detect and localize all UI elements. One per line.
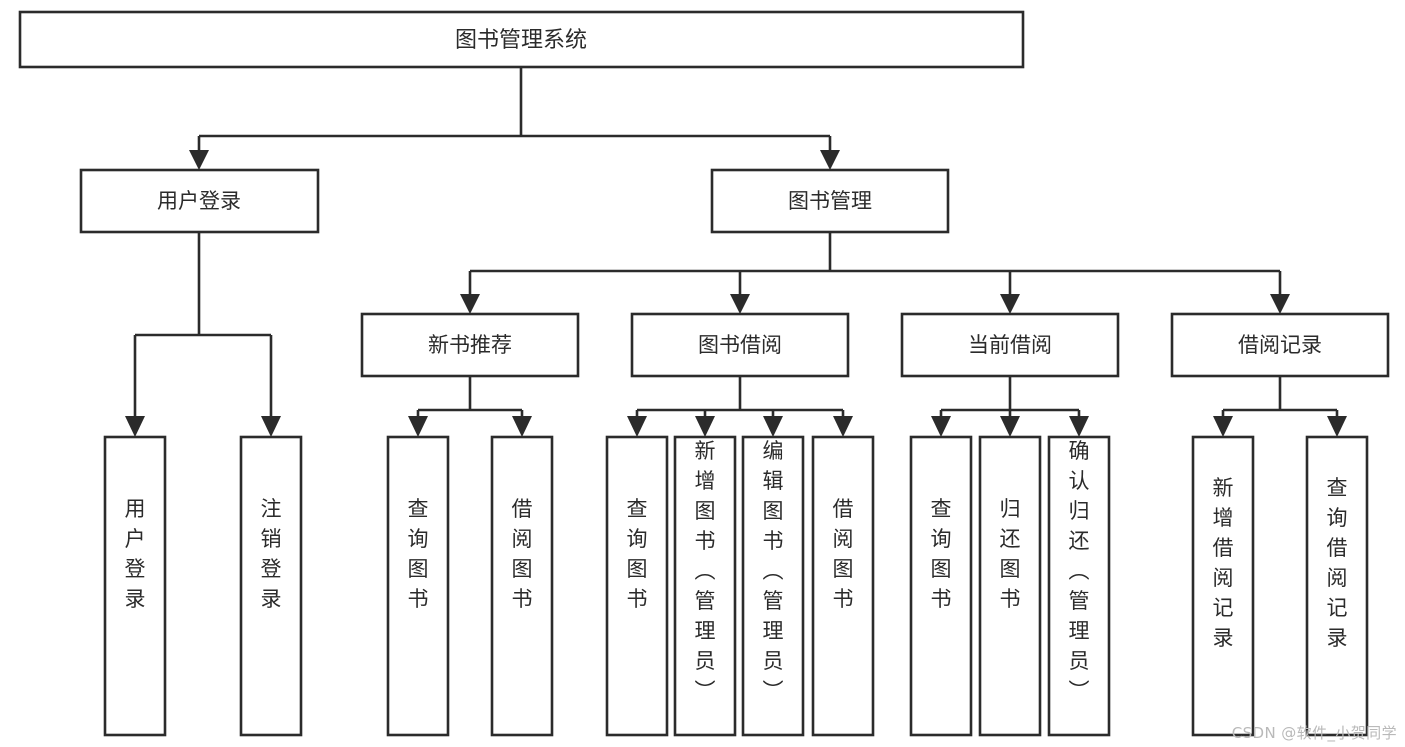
leaf-node-edit-book[interactable]: 编辑图书︵管理员︶ — [741, 435, 805, 737]
leaf-borrow-book-1-label: 借阅图书 — [512, 497, 533, 611]
connectors-current-borrow-to-leaves — [931, 376, 1089, 437]
arrow-leaf-borrow-book-1 — [512, 416, 532, 437]
arrow-book-manage — [820, 150, 840, 170]
leaf-query-record-label: 查询借阅记录 — [1327, 476, 1348, 650]
connectors-root-to-level2 — [189, 67, 840, 170]
leaf-add-record-label: 新增借阅记录 — [1213, 476, 1234, 650]
arrow-leaf-query-book-3 — [931, 416, 951, 437]
arrow-leaf-borrow-book-2 — [833, 416, 853, 437]
arrow-user-login — [189, 150, 209, 170]
leaf-borrow-book-2-label: 借阅图书 — [833, 497, 854, 611]
arrow-leaf-add-book — [695, 416, 715, 437]
arrow-new-book-recommend — [460, 294, 480, 314]
leaf-query-book-1-box[interactable] — [386, 435, 450, 737]
node-user-login-label: 用户登录 — [157, 189, 241, 213]
arrow-leaf-logout-login — [261, 416, 281, 437]
leaf-query-book-2-label: 查询图书 — [627, 497, 648, 611]
arrow-leaf-edit-book — [763, 416, 783, 437]
node-book-borrow-label: 图书借阅 — [698, 333, 782, 357]
node-borrow-record-label: 借阅记录 — [1238, 333, 1322, 357]
leaf-query-book-1-label: 查询图书 — [408, 497, 429, 611]
leaf-node-borrow-book-1[interactable]: 借阅图书 — [490, 435, 554, 737]
arrow-leaf-return-book — [1000, 416, 1020, 437]
arrow-leaf-add-record — [1213, 416, 1233, 437]
leaf-query-record-box[interactable] — [1305, 435, 1369, 737]
leaf-user-login-box[interactable] — [103, 435, 167, 737]
node-current-borrow-box[interactable] — [900, 312, 1120, 378]
connectors-book-borrow-to-leaves — [627, 376, 853, 437]
node-book-borrow[interactable]: 图书借阅 — [630, 312, 850, 378]
arrow-leaf-query-book-1 — [408, 416, 428, 437]
arrow-current-borrow — [1000, 294, 1020, 314]
leaf-node-add-record[interactable]: 新增借阅记录 — [1191, 435, 1255, 737]
node-new-book-recommend[interactable]: 新书推荐 — [360, 312, 580, 378]
arrow-leaf-confirm-return — [1069, 416, 1089, 437]
leaf-confirm-return-box[interactable] — [1047, 435, 1111, 737]
leaf-edit-book-box[interactable] — [741, 435, 805, 737]
arrow-leaf-query-record — [1327, 416, 1347, 437]
node-root[interactable]: 图书管理系统 — [18, 10, 1025, 69]
leaf-node-logout-login[interactable]: 注销登录 — [239, 435, 303, 737]
leaf-node-borrow-book-2[interactable]: 借阅图书 — [811, 435, 875, 737]
leaf-node-add-book[interactable]: 新增图书︵管理员︶ — [673, 435, 737, 737]
leaf-user-login-label: 用户登录 — [125, 497, 146, 611]
leaf-logout-login-box[interactable] — [239, 435, 303, 737]
node-book-manage-box[interactable] — [710, 168, 950, 234]
connectors-user-login-to-leaves — [125, 232, 281, 437]
connectors-book-manage-to-level3 — [460, 232, 1290, 314]
node-borrow-record-box[interactable] — [1170, 312, 1390, 378]
node-book-manage[interactable]: 图书管理 — [710, 168, 950, 234]
node-current-borrow-label: 当前借阅 — [968, 333, 1052, 357]
node-root-box[interactable] — [18, 10, 1025, 69]
arrow-borrow-record — [1270, 294, 1290, 314]
leaf-node-query-book-3[interactable]: 查询图书 — [909, 435, 973, 737]
arrow-leaf-user-login — [125, 416, 145, 437]
node-book-manage-label: 图书管理 — [788, 189, 872, 213]
leaf-query-book-3-label: 查询图书 — [931, 497, 952, 611]
leaf-add-book-box[interactable] — [673, 435, 737, 737]
leaf-node-query-book-2[interactable]: 查询图书 — [605, 435, 669, 737]
node-root-label: 图书管理系统 — [455, 28, 587, 53]
leaf-return-book-box[interactable] — [978, 435, 1042, 737]
leaf-node-return-book[interactable]: 归还图书 — [978, 435, 1042, 737]
arrow-book-borrow — [730, 294, 750, 314]
node-user-login[interactable]: 用户登录 — [79, 168, 320, 234]
node-book-borrow-box[interactable] — [630, 312, 850, 378]
leaf-node-query-book-1[interactable]: 查询图书 — [386, 435, 450, 737]
leaf-edit-book-label: 编辑图书︵管理员︶ — [763, 439, 784, 703]
leaf-borrow-book-2-box[interactable] — [811, 435, 875, 737]
arrow-leaf-query-book-2 — [627, 416, 647, 437]
leaf-logout-login-label: 注销登录 — [261, 497, 282, 611]
connectors-new-book-to-leaves — [408, 376, 532, 437]
leaf-query-book-3-box[interactable] — [909, 435, 973, 737]
leaf-add-book-label: 新增图书︵管理员︶ — [695, 439, 716, 703]
leaf-node-query-record[interactable]: 查询借阅记录 — [1305, 435, 1369, 737]
leaf-return-book-label: 归还图书 — [1000, 497, 1021, 611]
leaf-borrow-book-1-box[interactable] — [490, 435, 554, 737]
node-new-book-recommend-label: 新书推荐 — [428, 333, 512, 357]
connectors-borrow-record-to-leaves — [1213, 376, 1347, 437]
node-user-login-box[interactable] — [79, 168, 320, 234]
node-current-borrow[interactable]: 当前借阅 — [900, 312, 1120, 378]
leaf-node-user-login[interactable]: 用户登录 — [103, 435, 167, 737]
node-borrow-record[interactable]: 借阅记录 — [1170, 312, 1390, 378]
leaf-node-confirm-return[interactable]: 确认归还︵管理员︶ — [1047, 435, 1111, 737]
node-new-book-recommend-box[interactable] — [360, 312, 580, 378]
leaf-confirm-return-label: 确认归还︵管理员︶ — [1069, 439, 1090, 703]
leaf-query-book-2-box[interactable] — [605, 435, 669, 737]
leaf-add-record-box[interactable] — [1191, 435, 1255, 737]
